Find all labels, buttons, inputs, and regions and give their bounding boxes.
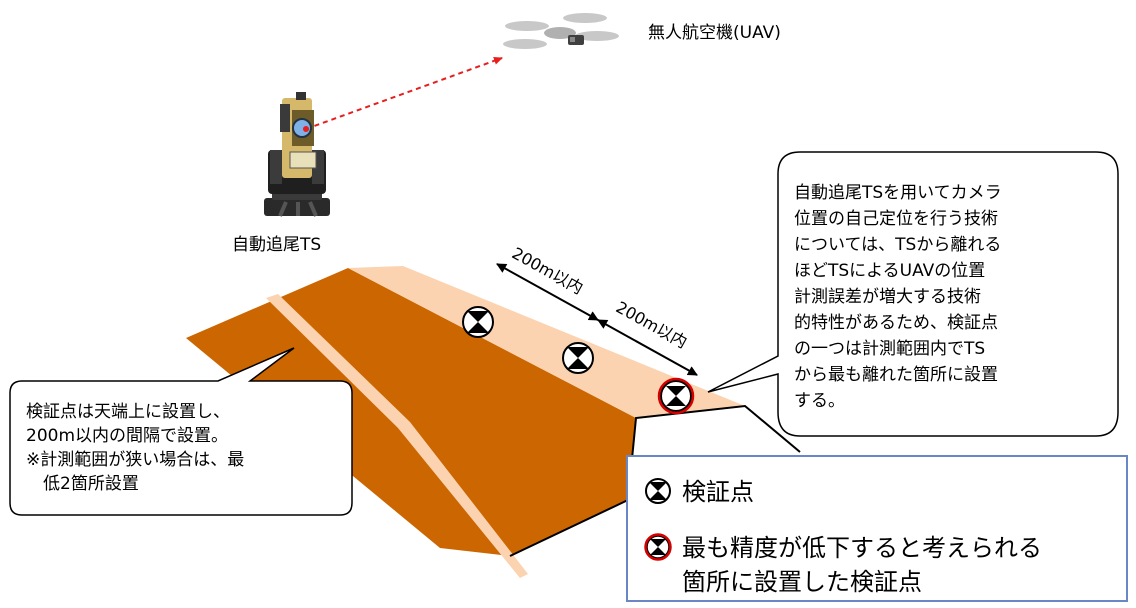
distance-arrow-2: [597, 319, 698, 376]
checkpoint-1: [462, 306, 494, 338]
tracking-laser-arrow: [305, 56, 503, 130]
left-callout-box: [9, 347, 353, 516]
total-station-label: 自動追尾TS: [232, 235, 322, 255]
embankment-crest: [348, 266, 745, 418]
distance-arrow-1: [496, 263, 599, 321]
uav-label: 無人航空機(UAV): [648, 23, 781, 43]
legend-label-checkpoint: 検証点: [682, 478, 754, 506]
uav-drone-icon: [503, 13, 619, 49]
checkpoint-icon: [645, 478, 671, 504]
checkpoint-farthest: [657, 377, 695, 415]
embankment-toe-line: [509, 404, 801, 557]
left-note-text: 検証点は天端上に設置し、 200m以内の間隔で設置。 ※計測範囲が狭い場合は、最…: [26, 402, 245, 494]
legend-box: 検証点 最も精度が低下すると考えられる 箇所に設置した検証点: [626, 455, 1128, 602]
embankment: [186, 266, 801, 578]
berm-stripe: [266, 294, 528, 578]
checkpoint-red-circle-icon: [644, 533, 672, 561]
right-note-text: 自動追尾TSを用いてカメラ 位置の自己定位を行う技術 については、TSから離れる…: [794, 183, 1002, 411]
legend-item-checkpoint: 検証点: [644, 475, 754, 509]
total-station-icon: [264, 92, 330, 217]
slope-face: [186, 268, 636, 556]
legend-item-farthest-checkpoint: 最も精度が低下すると考えられる 箇所に設置した検証点: [644, 531, 1042, 599]
legend-label-farthest-checkpoint: 最も精度が低下すると考えられる 箇所に設置した検証点: [682, 534, 1042, 596]
checkpoint-2: [562, 342, 594, 374]
right-callout-box: [707, 151, 1119, 437]
